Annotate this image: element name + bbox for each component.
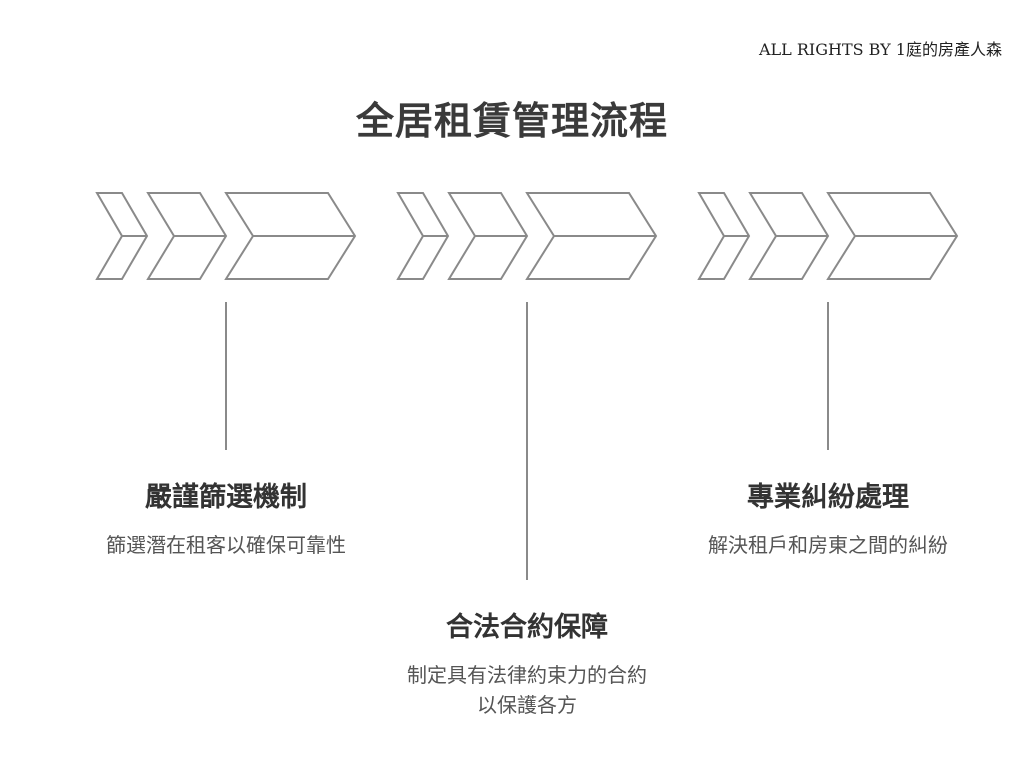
step-heading: 嚴謹篩選機制 bbox=[145, 482, 307, 513]
step-description: 制定具有法律約束力的合約以保護各方 bbox=[407, 663, 647, 717]
step-dispute: 專業糾紛處理 解決租戶和房東之間的糾紛 bbox=[698, 475, 958, 560]
step-heading: 專業糾紛處理 bbox=[747, 482, 909, 513]
step-description: 篩選潛在租客以確保可靠性 bbox=[106, 533, 346, 557]
step-heading: 合法合約保障 bbox=[446, 612, 608, 643]
step-description: 解決租戶和房東之間的糾紛 bbox=[708, 533, 948, 557]
page-title: 全居租賃管理流程 bbox=[355, 99, 668, 143]
step-screening: 嚴謹篩選機制 篩選潛在租客以確保可靠性 bbox=[96, 475, 356, 560]
step-contract: 合法合約保障 制定具有法律約束力的合約以保護各方 bbox=[397, 605, 657, 720]
copyright-notice: ALL RIGHTS BY 1庭的房產人森 bbox=[758, 40, 1002, 59]
